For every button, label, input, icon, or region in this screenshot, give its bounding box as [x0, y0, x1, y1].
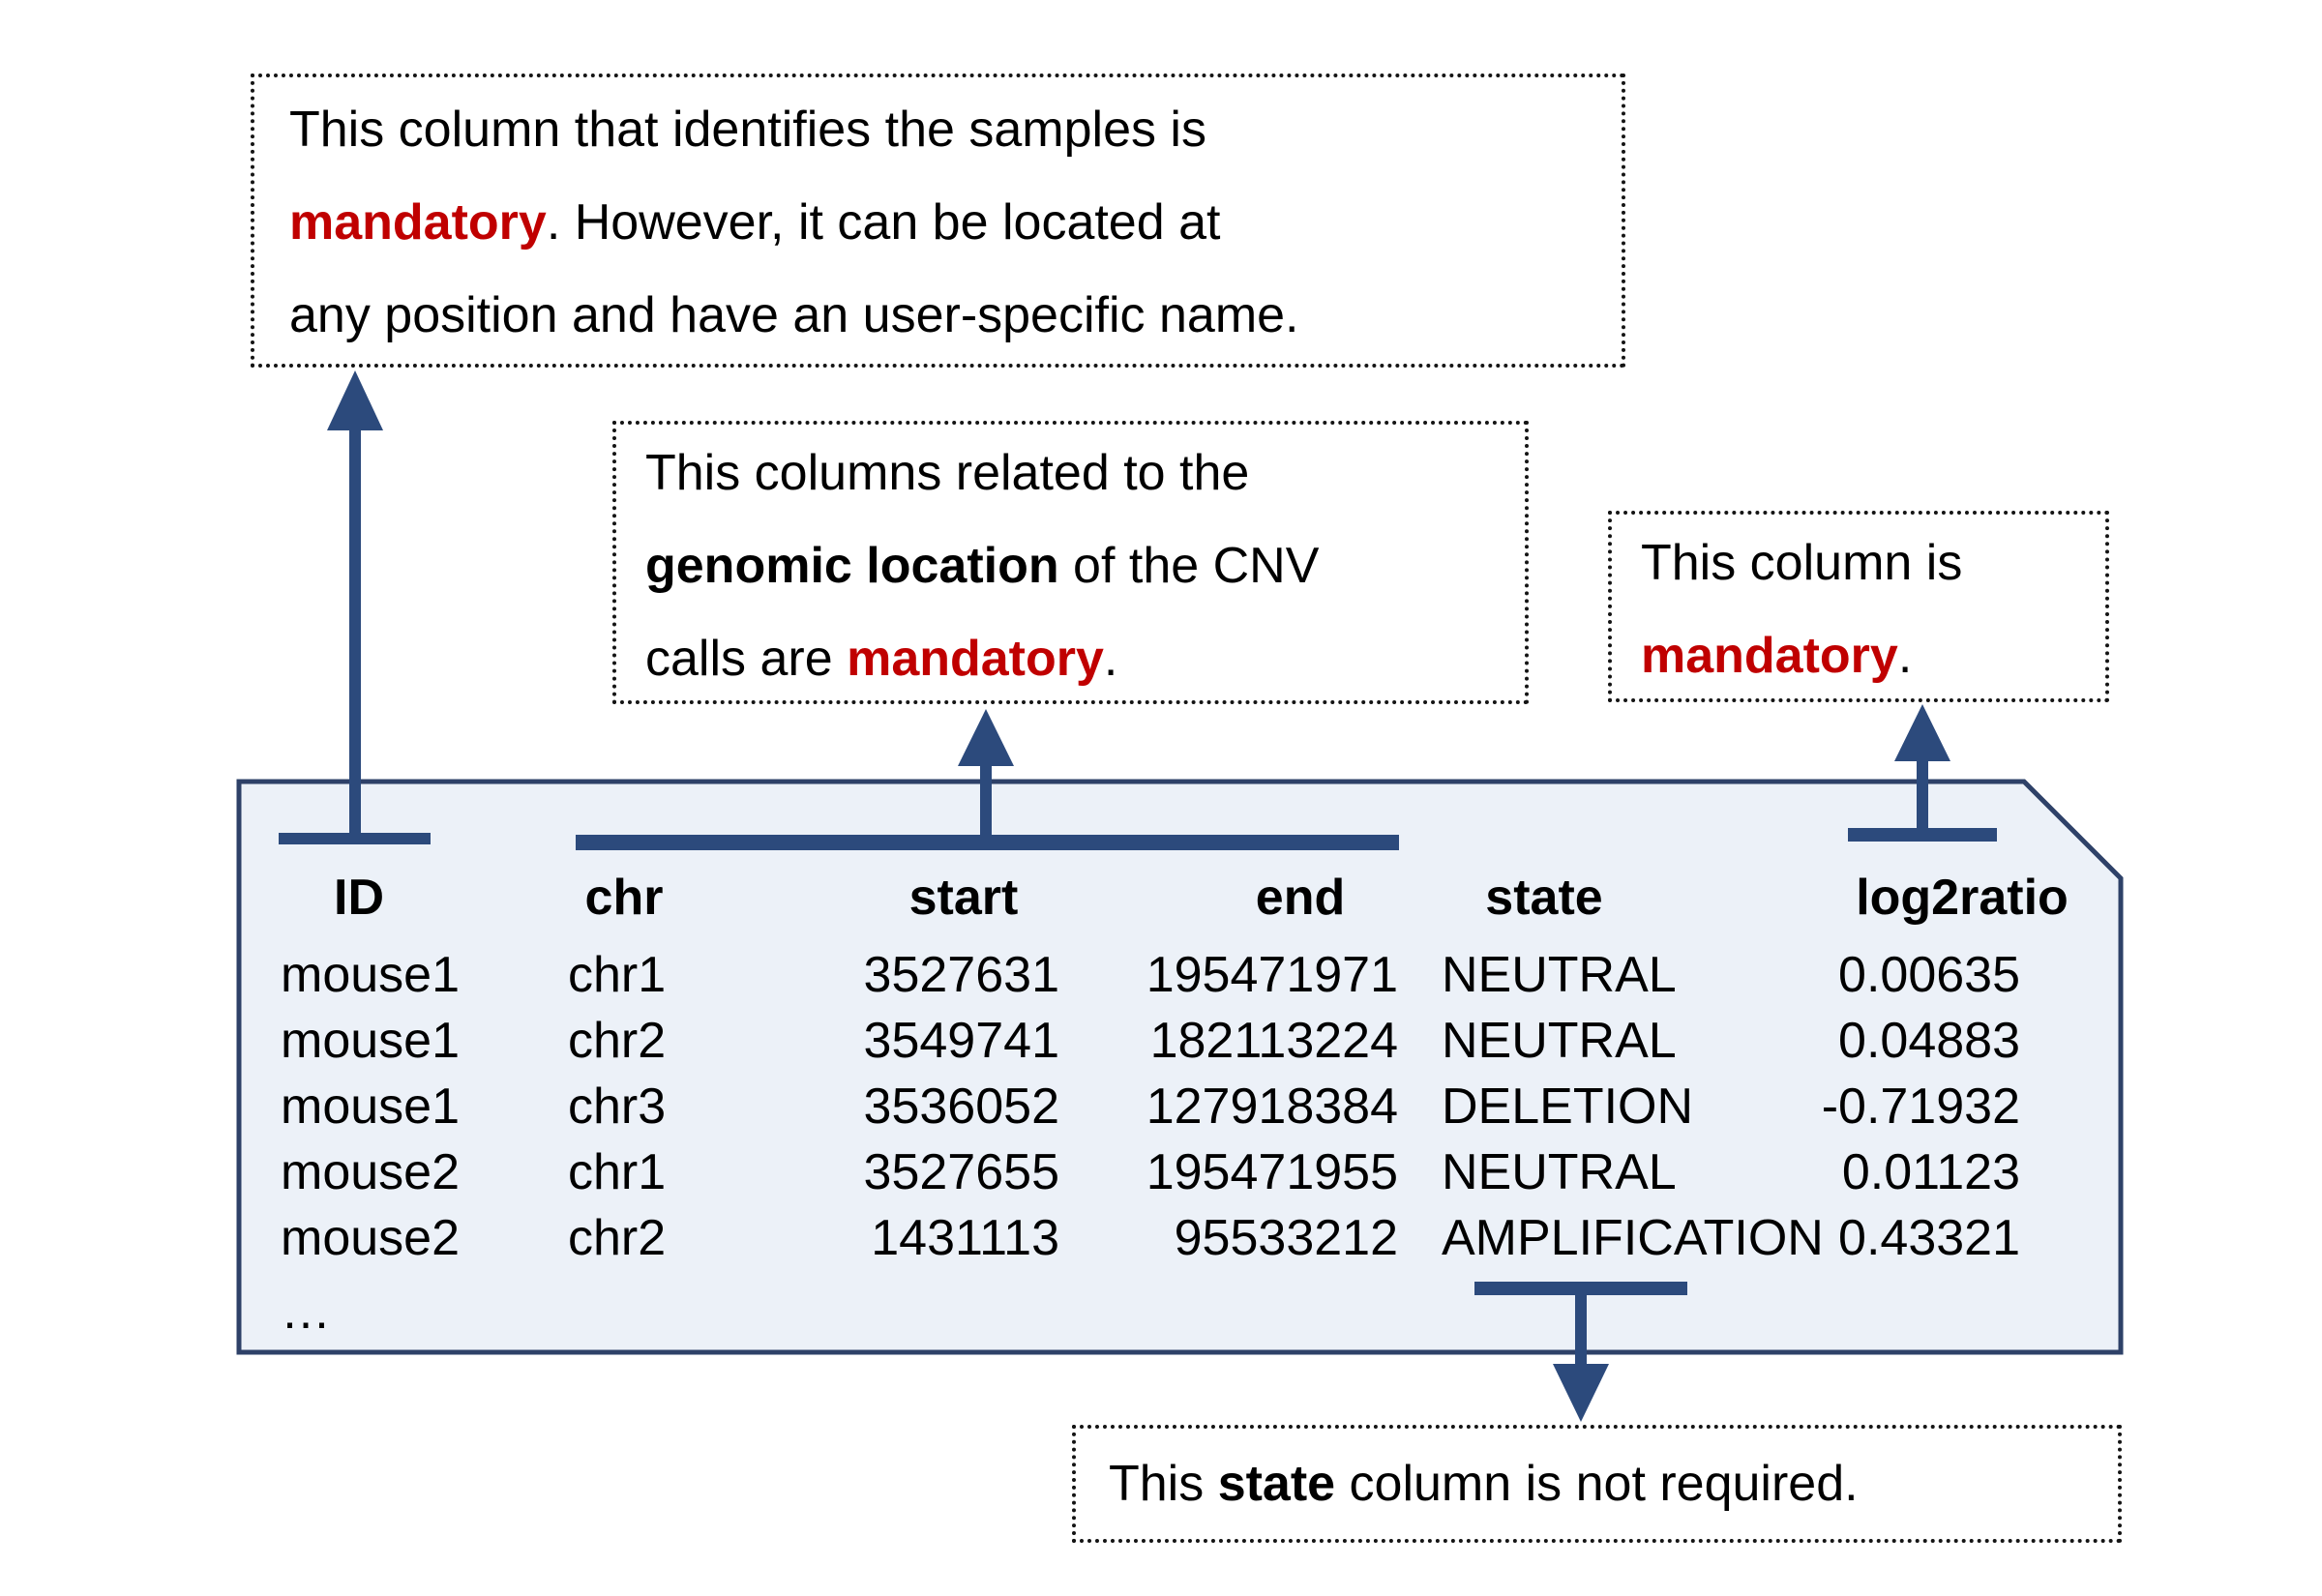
callout-id-line1: This column that identifies the samples …: [289, 102, 1206, 158]
table-cell: 182113224: [1149, 1013, 1398, 1069]
table-cell: 195471955: [1146, 1144, 1398, 1200]
table-cell: mouse2: [281, 1144, 460, 1200]
id-arrow-up-icon: [279, 370, 431, 844]
callout-id-line3: any position and have an user-specific n…: [289, 287, 1299, 343]
column-header-id: ID: [334, 870, 384, 926]
callout-log2ratio-column: This column is mandatory.: [1608, 511, 2109, 702]
callout-log2-line2: mandatory.: [1641, 628, 1913, 684]
callout-genomic-location: This columns related to the genomic loca…: [612, 421, 1529, 704]
table-cell: mouse1: [281, 1013, 460, 1069]
table-cell: NEUTRAL: [1442, 1144, 1677, 1200]
callout-log2-line1: This column is: [1641, 535, 1963, 591]
column-header-start: start: [908, 870, 1019, 926]
table-cell: mouse1: [281, 1079, 460, 1135]
table-cell: 0.01123: [1841, 1144, 2020, 1200]
table-cell: 127918384: [1146, 1079, 1398, 1135]
table-cell: DELETION: [1442, 1079, 1694, 1135]
table-cell: AMPLIFICATION: [1442, 1210, 1824, 1266]
table-cell: 0.04883: [1838, 1013, 2020, 1069]
table-cell: -0.71932: [1821, 1079, 2020, 1135]
column-header-log2ratio: log2ratio: [1856, 870, 2069, 926]
column-header-end: end: [1255, 870, 1346, 926]
state-arrow-down-icon: [1474, 1282, 1687, 1422]
table-cell: chr3: [568, 1079, 667, 1135]
genomic-arrow-up-icon: [576, 709, 1399, 850]
callout-id-line2: mandatory. However, it can be located at: [289, 194, 1221, 251]
table-cell: NEUTRAL: [1442, 1013, 1677, 1069]
table-ellipsis-row: …: [281, 1284, 331, 1340]
table-cell: chr2: [568, 1013, 667, 1069]
table-cell: 195471971: [1146, 947, 1398, 1003]
data-sheet-shape: [236, 779, 2124, 1355]
table-cell: chr2: [568, 1210, 667, 1266]
callout-state-column: This state column is not required.: [1072, 1425, 2122, 1543]
table-cell: 0.00635: [1838, 947, 2020, 1003]
table-cell: 3536052: [863, 1079, 1059, 1135]
callout-genomic-line3: calls are mandatory.: [645, 631, 1118, 687]
table-cell: mouse2: [281, 1210, 460, 1266]
callout-genomic-line1: This columns related to the: [645, 445, 1250, 501]
table-cell: 3527655: [863, 1144, 1059, 1200]
table-cell: 3527631: [863, 947, 1059, 1003]
column-header-chr: chr: [584, 870, 664, 926]
table-cell: mouse1: [281, 947, 460, 1003]
table-cell: 3549741: [863, 1013, 1059, 1069]
callout-genomic-line2: genomic location of the CNV: [645, 538, 1320, 594]
table-cell: chr1: [568, 1144, 667, 1200]
log2ratio-arrow-up-icon: [1848, 704, 1997, 842]
table-cell: chr1: [568, 947, 667, 1003]
table-cell: 0.43321: [1838, 1210, 2020, 1266]
table-cell: NEUTRAL: [1442, 947, 1677, 1003]
column-header-state: state: [1485, 870, 1603, 926]
callout-id-column: This column that identifies the samples …: [251, 74, 1625, 368]
table-cell: 1431113: [871, 1210, 1059, 1266]
table-cell: 95533212: [1174, 1210, 1398, 1266]
